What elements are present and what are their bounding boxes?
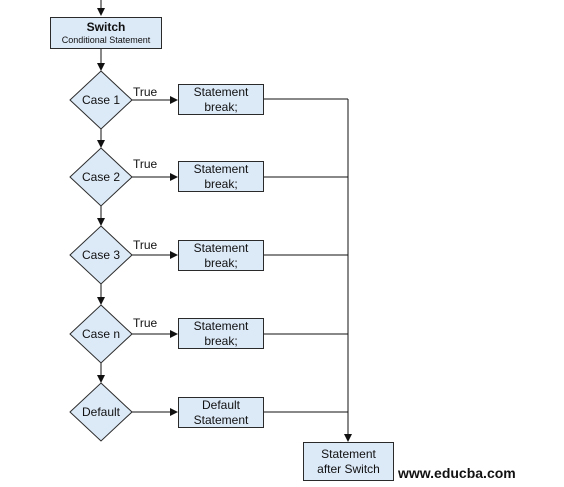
case1-statement-line2: break; bbox=[204, 99, 238, 114]
casen-statement-line2: break; bbox=[204, 333, 238, 348]
case3-statement-line1: Statement bbox=[193, 241, 249, 256]
casen-statement-box: Statement break; bbox=[178, 318, 264, 349]
after-switch-line1: Statement bbox=[321, 447, 376, 462]
casen-statement-line1: Statement bbox=[193, 319, 249, 334]
casen-true-label: True bbox=[133, 316, 158, 330]
case2-statement-line2: break; bbox=[204, 176, 238, 191]
casen-label: Case n bbox=[81, 327, 121, 341]
watermark-text: www.educba.com bbox=[398, 465, 516, 481]
case3-label: Case 3 bbox=[81, 248, 121, 262]
case3-statement-line2: break; bbox=[204, 255, 238, 270]
after-switch-line2: after Switch bbox=[317, 461, 380, 476]
case1-statement-line1: Statement bbox=[193, 85, 249, 100]
case3-true-label: True bbox=[133, 238, 158, 252]
case2-label: Case 2 bbox=[81, 170, 121, 184]
default-statement-box: Default Statement bbox=[178, 397, 264, 428]
default-statement-line2: Statement bbox=[193, 412, 249, 427]
after-switch-box: Statement after Switch bbox=[303, 442, 394, 481]
case3-statement-box: Statement break; bbox=[178, 240, 264, 271]
case1-true-label: True bbox=[133, 85, 158, 99]
switch-box: Switch Conditional Statement bbox=[50, 17, 162, 49]
case1-statement-box: Statement break; bbox=[178, 84, 264, 115]
case1-label: Case 1 bbox=[81, 93, 121, 107]
default-diamond bbox=[69, 382, 133, 442]
switch-title: Switch bbox=[86, 20, 126, 35]
default-label: Default bbox=[81, 405, 121, 419]
case2-statement-line1: Statement bbox=[193, 162, 249, 177]
case2-statement-box: Statement break; bbox=[178, 161, 264, 192]
switch-subtitle: Conditional Statement bbox=[61, 34, 151, 45]
case2-true-label: True bbox=[133, 157, 158, 171]
default-statement-line1: Default bbox=[201, 398, 241, 413]
